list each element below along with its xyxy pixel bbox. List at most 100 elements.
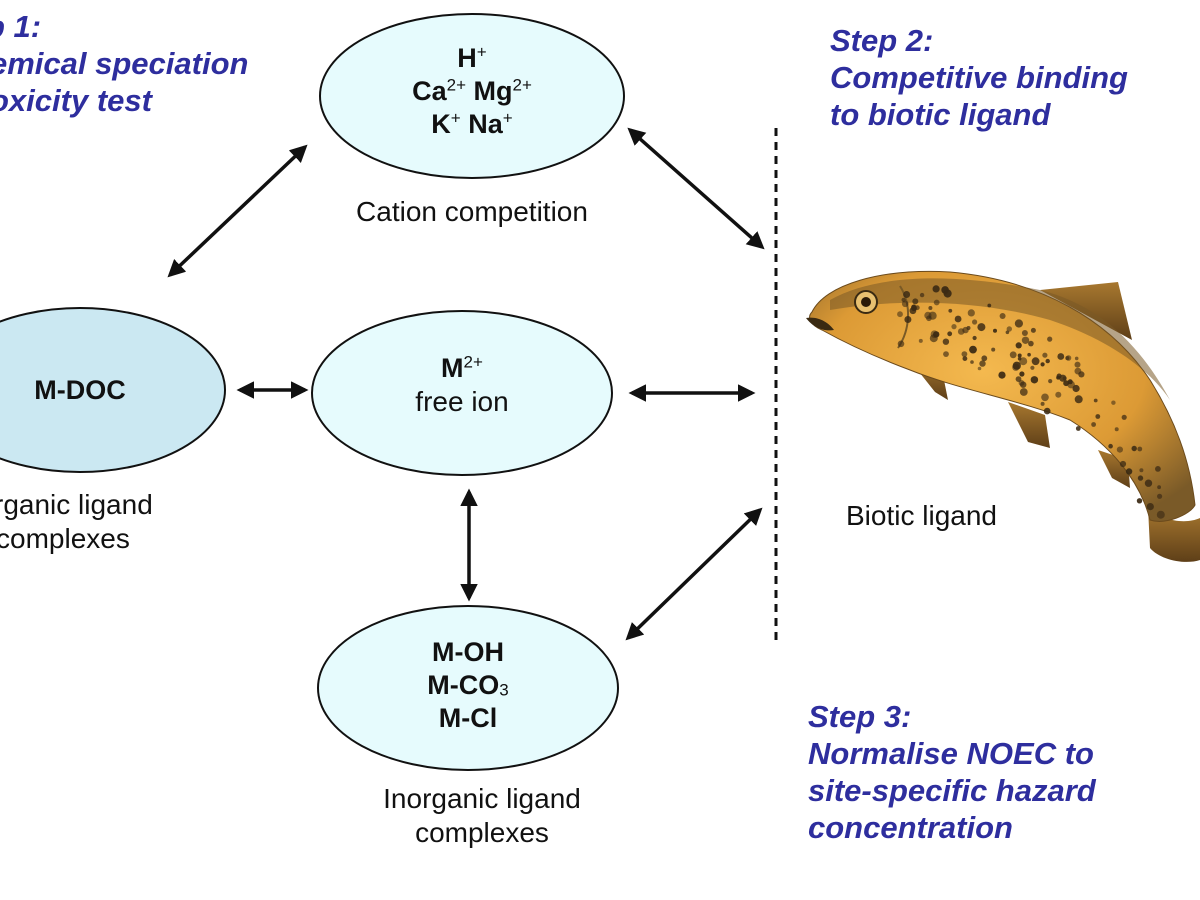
fish-spot	[981, 355, 988, 362]
ion-k: K	[431, 109, 451, 139]
fish-spot	[1137, 446, 1143, 452]
fish-spot	[961, 351, 968, 357]
fish-spot	[948, 308, 953, 313]
fish-spot	[1021, 336, 1030, 344]
fish-spot	[1018, 380, 1025, 386]
fish-spot	[942, 338, 950, 345]
fish-spot	[1125, 468, 1133, 475]
fish-spot	[943, 351, 949, 357]
fish-spot	[970, 360, 974, 364]
free-ion-text: M2+ free ion	[362, 352, 562, 418]
ion-na: Na	[468, 109, 503, 139]
step2-line2: to biotic ligand	[830, 97, 1051, 132]
step3-line1: Normalise NOEC to	[808, 736, 1094, 771]
fish-spot	[954, 315, 962, 323]
inorganic-caption-line1: Inorganic ligand	[383, 783, 581, 814]
fish-spot	[1091, 422, 1096, 427]
fish-spot	[1048, 379, 1053, 384]
cation-line-h: H+	[372, 42, 572, 75]
fish-spot	[1057, 353, 1065, 360]
fish-spot	[1030, 365, 1035, 370]
cation-line-k-na: K+ Na+	[372, 108, 572, 141]
step3-line3: concentration	[808, 810, 1013, 845]
step1-line1: emical speciation	[0, 46, 249, 81]
fish-spot	[1019, 371, 1025, 377]
fish-spot	[932, 285, 940, 293]
step1-text: p 1: emical speciation oxicity test	[0, 9, 249, 119]
fish-spot	[1095, 414, 1101, 419]
fish-spot	[1136, 498, 1143, 504]
ion-m: M	[441, 353, 464, 383]
fish-spot	[993, 328, 997, 333]
fish-spot	[1146, 503, 1154, 511]
fish-spot	[1065, 356, 1070, 361]
fish-spot	[1030, 376, 1039, 384]
ion-m-charge: 2+	[463, 352, 483, 372]
fish-spot	[1131, 445, 1137, 452]
ion-mg-charge: 2+	[512, 75, 532, 95]
fish-spot	[1014, 319, 1024, 328]
step3-line2: site-specific hazard	[808, 773, 1096, 808]
fish-spot	[1005, 330, 1010, 335]
free-ion-subtitle: free ion	[415, 386, 509, 417]
ion-na-charge: +	[502, 108, 513, 128]
step2-title: Step 2:	[830, 23, 934, 58]
ion-ca: Ca	[412, 76, 447, 106]
fish-spot	[999, 313, 1006, 319]
ion-ca-charge: 2+	[446, 75, 466, 95]
fish-spot	[962, 356, 968, 361]
fish-spot	[1072, 384, 1080, 393]
fish-spot	[1093, 398, 1098, 403]
ion-h-charge: +	[476, 42, 487, 62]
arrow-doc-cation	[167, 144, 308, 278]
fish-spot	[1056, 375, 1061, 380]
fish-spot	[903, 291, 911, 298]
fish-spot	[1108, 443, 1113, 449]
m-cl: M-Cl	[438, 703, 498, 733]
fish-spot	[904, 316, 912, 323]
fish-spot	[901, 297, 906, 302]
fish-spot	[941, 286, 949, 294]
fish-spot	[1028, 340, 1034, 347]
fish-spot	[1139, 468, 1144, 473]
fish-spot	[1030, 327, 1036, 333]
inorganic-line-co3: M-CO3	[368, 669, 568, 702]
cation-species: H+ Ca2+ Mg2+ K+ Na+	[372, 42, 572, 141]
inorganic-ellipse	[317, 605, 619, 771]
fish-spot	[1009, 351, 1017, 359]
step2-line1: Competitive binding	[830, 60, 1128, 95]
fish-spot	[967, 309, 975, 317]
fish-spot	[1067, 380, 1075, 389]
fish-spot	[972, 319, 978, 325]
fish-spot	[998, 371, 1006, 379]
fish-spot	[1012, 363, 1020, 371]
fish-spot	[969, 345, 977, 354]
fish-spot	[1074, 367, 1082, 375]
step1-title: p 1:	[0, 9, 42, 44]
fish-spot	[1045, 358, 1050, 364]
fish-spot	[912, 298, 919, 305]
fish-spot	[1027, 352, 1031, 357]
cation-competition-caption: Cation competition	[356, 196, 588, 227]
organic-caption-line1: rganic ligand	[0, 489, 153, 520]
fish-spot	[1017, 353, 1022, 358]
fish-spot	[1021, 330, 1028, 336]
free-ion-ellipse	[311, 310, 613, 476]
fish-spot	[1042, 352, 1048, 358]
fish-spot	[1156, 510, 1165, 519]
cation-ellipse	[319, 13, 625, 179]
fish-spot	[977, 366, 982, 371]
inorganic-species: M-OH M-CO3 M-Cl	[368, 636, 568, 735]
ion-k-charge: +	[450, 108, 461, 128]
fish-spot	[933, 331, 940, 338]
fish-spot	[1055, 391, 1062, 398]
m-doc-text: M-DOC	[34, 375, 126, 405]
fish-spot	[1119, 460, 1127, 468]
fish-spot	[1062, 376, 1067, 381]
fish-spot	[919, 292, 925, 298]
arrow-inorganic-biotic	[625, 507, 763, 641]
fish-spot	[1006, 326, 1012, 332]
ion-mg: Mg	[473, 76, 513, 106]
fish-spot	[897, 311, 903, 318]
fish-spot	[1075, 426, 1081, 431]
